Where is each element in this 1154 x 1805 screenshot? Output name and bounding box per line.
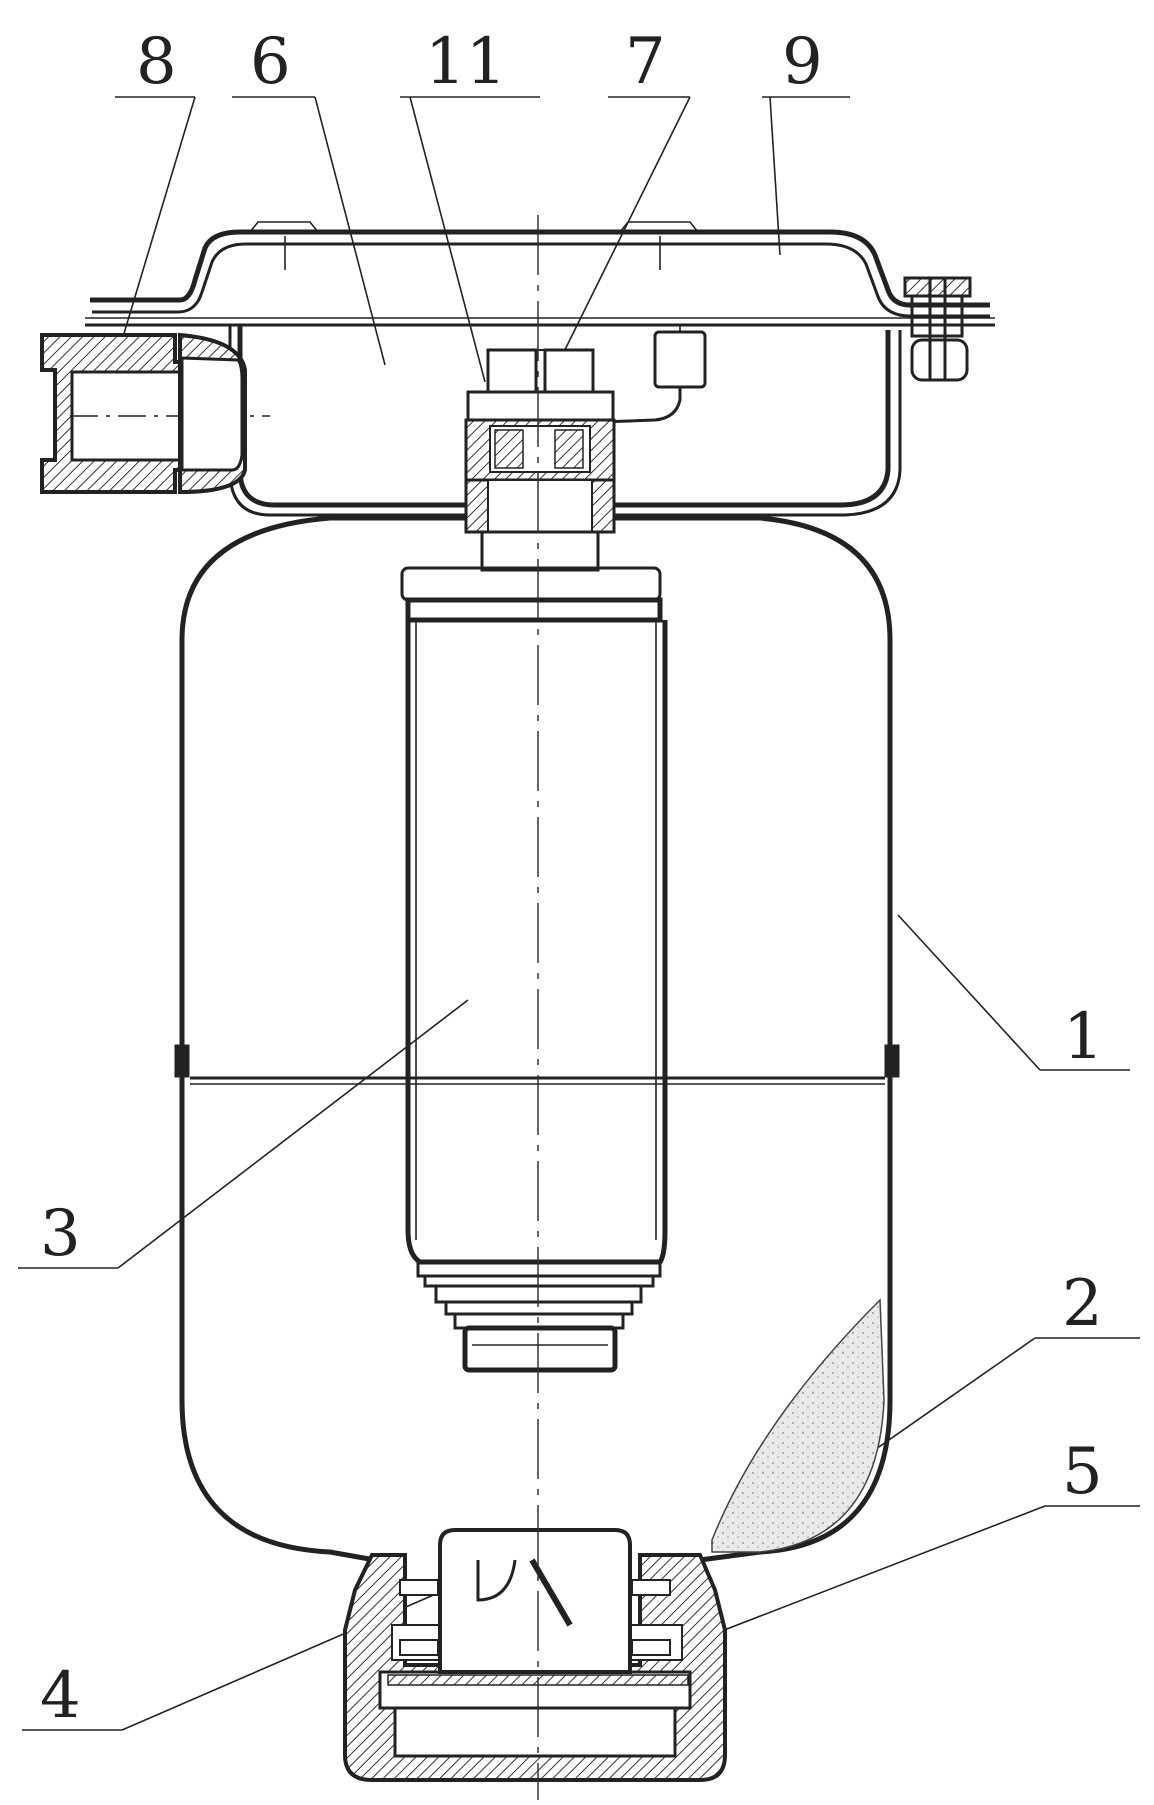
callout-3: 3 (40, 1197, 81, 1271)
inner-cylinder (400, 566, 668, 1373)
bottom-valve-assembly (343, 1528, 727, 1782)
callout-1: 1 (1063, 1000, 1104, 1074)
callout-11: 11 (425, 25, 506, 99)
callout-6: 6 (250, 25, 291, 99)
callout-2: 2 (1062, 1267, 1103, 1341)
callout-7: 7 (625, 25, 666, 99)
callout-9: 9 (782, 25, 823, 99)
callout-4: 4 (40, 1659, 81, 1733)
callout-8: 8 (136, 25, 177, 99)
top-cover-assembly (40, 221, 995, 517)
center-fitting (464, 348, 616, 572)
callout-labels: 8 6 11 7 9 1 3 2 5 4 (40, 25, 1104, 1733)
callout-5: 5 (1062, 1435, 1103, 1509)
tank-body (174, 515, 900, 1563)
liquid-region (711, 1298, 885, 1553)
